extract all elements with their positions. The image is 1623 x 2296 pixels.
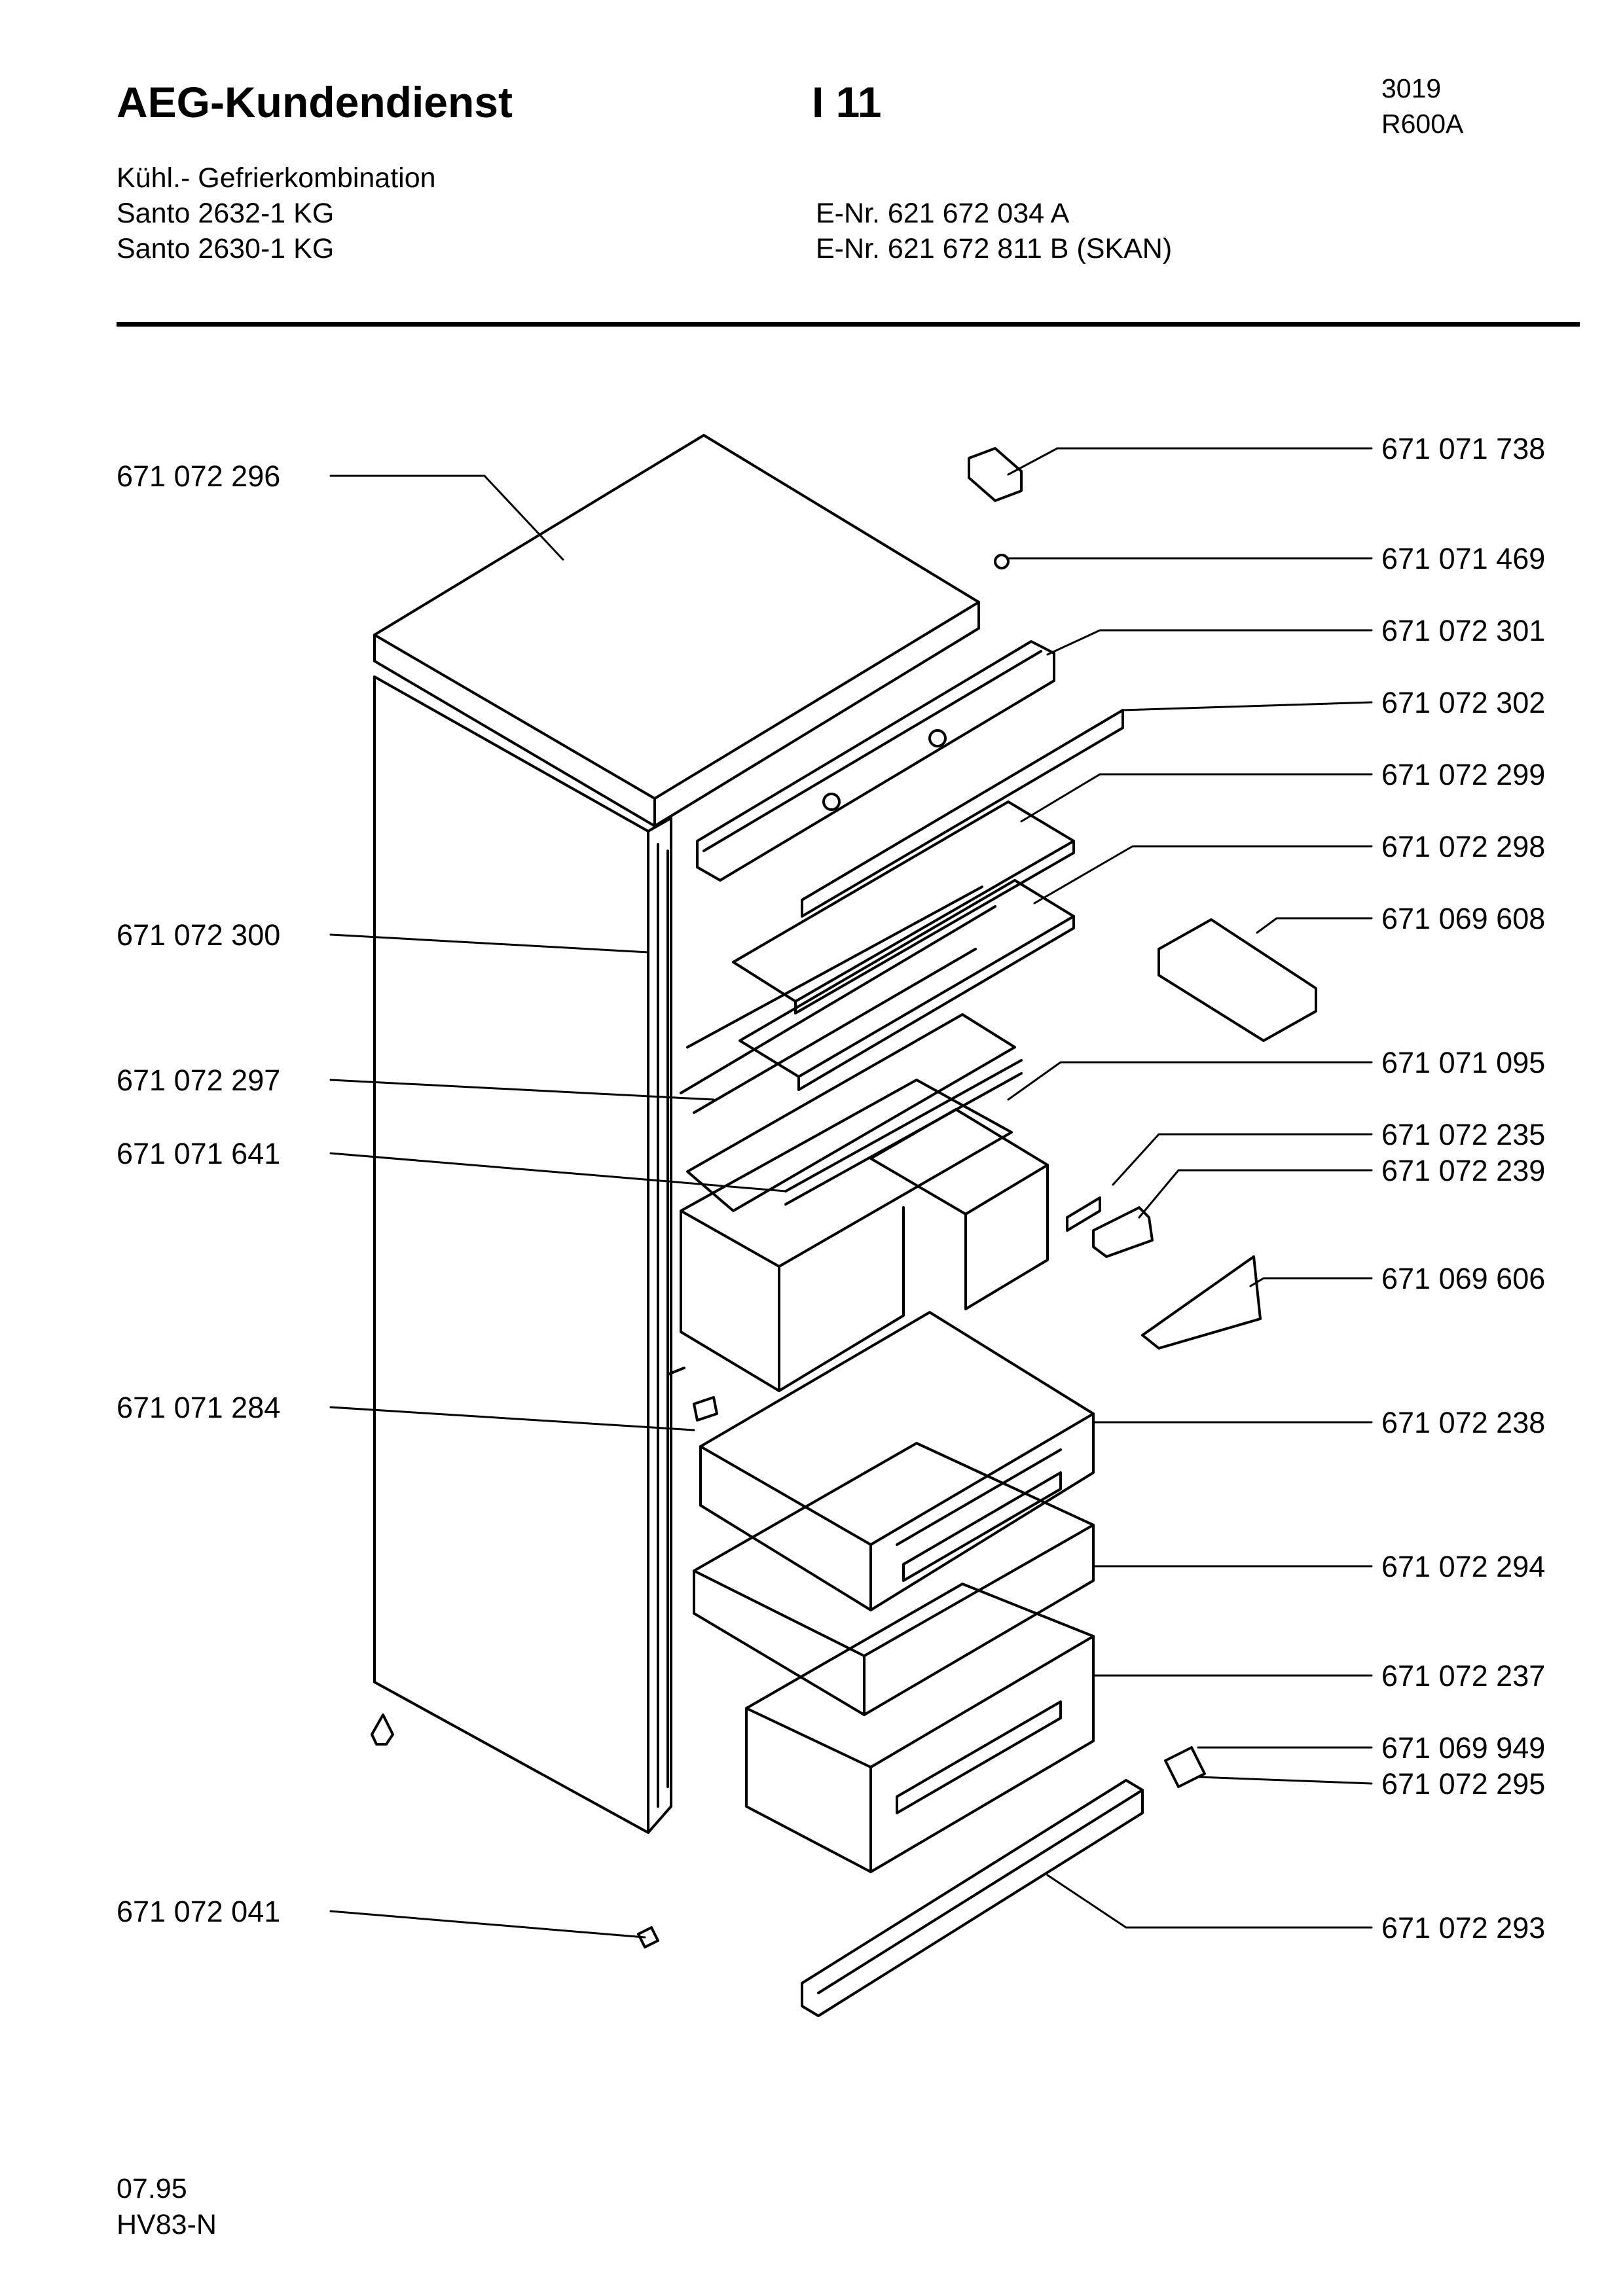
part-number-label: 671 072 301: [1381, 614, 1546, 647]
crisper-drawing: [680, 1059, 1049, 1392]
part-number-label: 671 072 041: [117, 1895, 281, 1928]
part-number-label: 671 072 238: [1381, 1406, 1546, 1439]
part-number-label: 671 072 298: [1381, 830, 1546, 863]
part-number-label: 671 071 284: [117, 1391, 281, 1424]
footer-code: HV83-N: [117, 2209, 217, 2240]
kick-plate-drawing: [801, 1779, 1144, 2017]
footer-date: 07.95: [117, 2173, 187, 2204]
part-number-label: 671 069 608: [1381, 902, 1546, 935]
model-name: Santo 2632-1 KG: [117, 198, 335, 229]
document-id: I 11: [812, 78, 882, 126]
part-number-label: 671 071 469: [1381, 542, 1546, 575]
leader-lines-right: [1007, 447, 1373, 1929]
part-number-label: 671 072 299: [1381, 758, 1546, 791]
part-number-label: 671 072 235: [1381, 1118, 1546, 1151]
part-number-label: 671 072 302: [1381, 686, 1546, 719]
part-number-label: 671 072 295: [1381, 1767, 1546, 1801]
appliance-type: Kühl.- Gefrierkombination: [117, 162, 436, 194]
model-enr: E-Nr. 621 672 811 B (SKAN): [816, 233, 1173, 264]
part-number-label: 671 072 300: [117, 918, 281, 952]
cabinet-drawing: [373, 675, 685, 1834]
part-number-label: 671 071 095: [1381, 1046, 1546, 1079]
part-number-label: 671 072 239: [1381, 1154, 1546, 1187]
brand-title: AEG-Kundendienst: [117, 78, 513, 126]
part-number-label: 671 072 297: [117, 1064, 281, 1097]
model-name: Santo 2630-1 KG: [117, 233, 335, 264]
leader-lines-left: [329, 475, 787, 1939]
part-number-label: 671 069 606: [1381, 1262, 1546, 1295]
part-number-label: 671 072 296: [117, 459, 281, 493]
part-number-label: 671 072 293: [1381, 1911, 1546, 1945]
part-number-label: 671 071 641: [117, 1137, 281, 1170]
refrigerant-code: R600A: [1381, 109, 1464, 139]
part-number-label: 671 072 294: [1381, 1550, 1546, 1583]
header-rule: [117, 322, 1580, 327]
shelves-drawing: [680, 800, 1075, 1212]
part-number-label: 671 072 237: [1381, 1659, 1546, 1693]
model-code: 3019: [1381, 73, 1442, 103]
part-number-label: 671 071 738: [1381, 432, 1546, 465]
top-cover-drawing: [373, 434, 980, 827]
part-number-label: 671 069 949: [1381, 1731, 1546, 1765]
model-enr: E-Nr. 621 672 034 A: [816, 198, 1070, 229]
small-parts-drawing: [371, 447, 1317, 1948]
control-panel-drawing: [696, 640, 1124, 918]
freezer-drawers-drawing: [693, 1311, 1095, 1873]
